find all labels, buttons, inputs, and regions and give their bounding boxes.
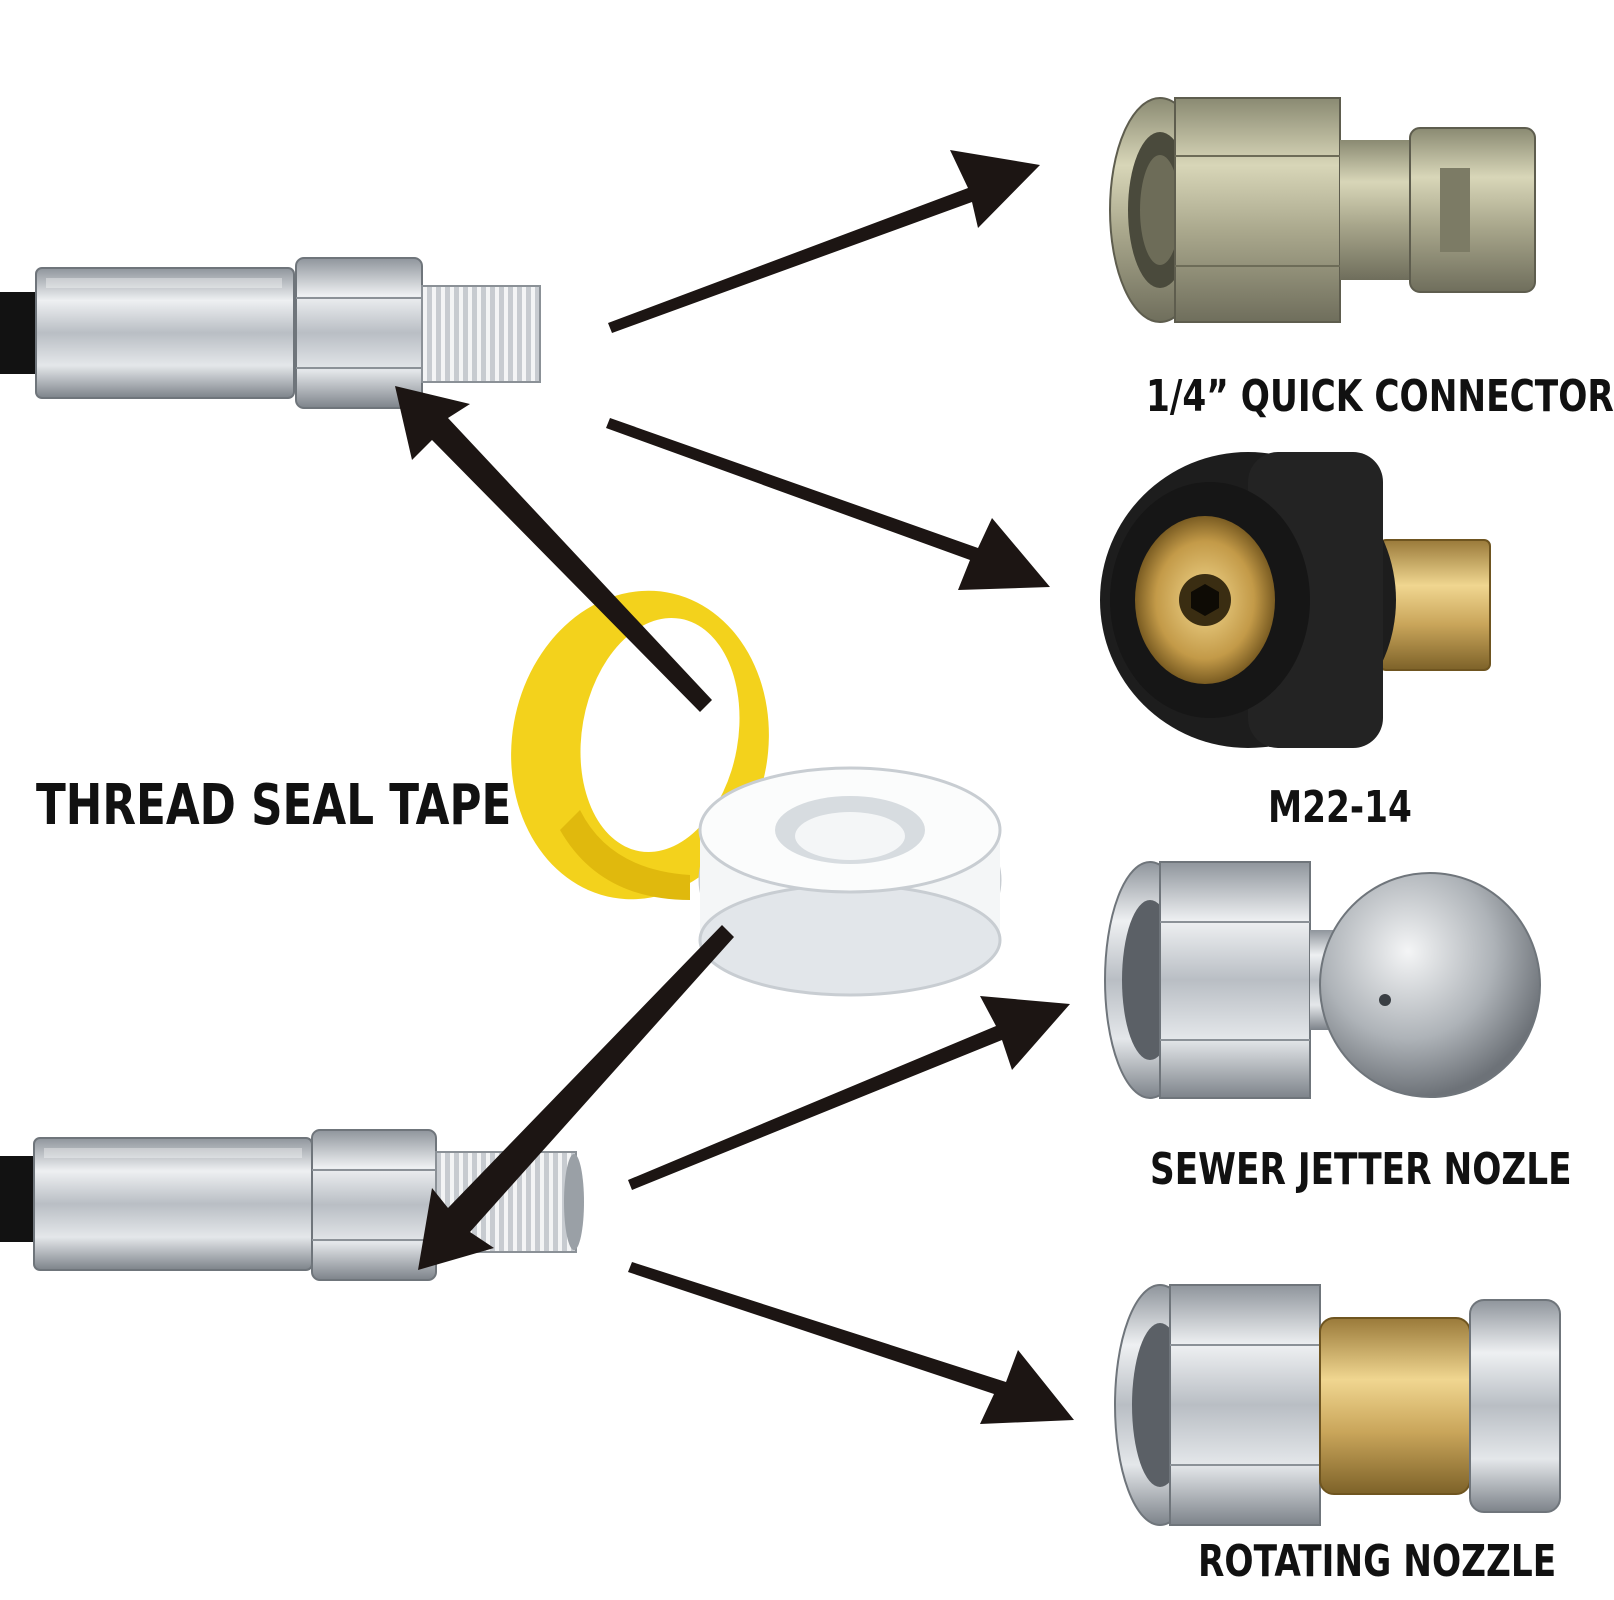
white-tape-roll [698,766,1002,997]
arrow-tape-to-top-fitting [395,386,712,712]
top-hose-fitting [0,257,541,409]
arrows [395,150,1074,1424]
arrow-to-sewer-jetter [628,996,1070,1190]
sewer-jetter-nozzle [1104,861,1541,1099]
top-hex-nut [295,257,423,409]
rotating-nozzle [1114,1284,1561,1526]
arrow-to-rotating-nozzle [628,1262,1074,1424]
top-ferrule [35,267,295,399]
label-rotating-nozzle: ROTATING NOZZLE [1198,1536,1557,1587]
thread-seal-tape [511,590,1002,997]
bottom-hex-nut [311,1129,437,1281]
label-m22: M22-14 [1268,782,1412,833]
arrow-tape-to-bottom-fitting [418,925,734,1270]
bottom-hose-fitting [0,1129,584,1281]
label-quick-connector: 1/4” QUICK CONNECTOR [1146,371,1614,422]
quick-connector [1109,97,1536,323]
m22-coupler [1100,452,1491,748]
arrow-to-m22 [606,418,1050,590]
top-thread [421,285,541,383]
label-thread-seal-tape: THREAD SEAL TAPE [36,773,512,838]
arrow-to-quick-connector [608,150,1040,333]
label-sewer-jetter-nozzle: SEWER JETTER NOZLE [1150,1144,1572,1195]
top-hose [0,292,40,374]
